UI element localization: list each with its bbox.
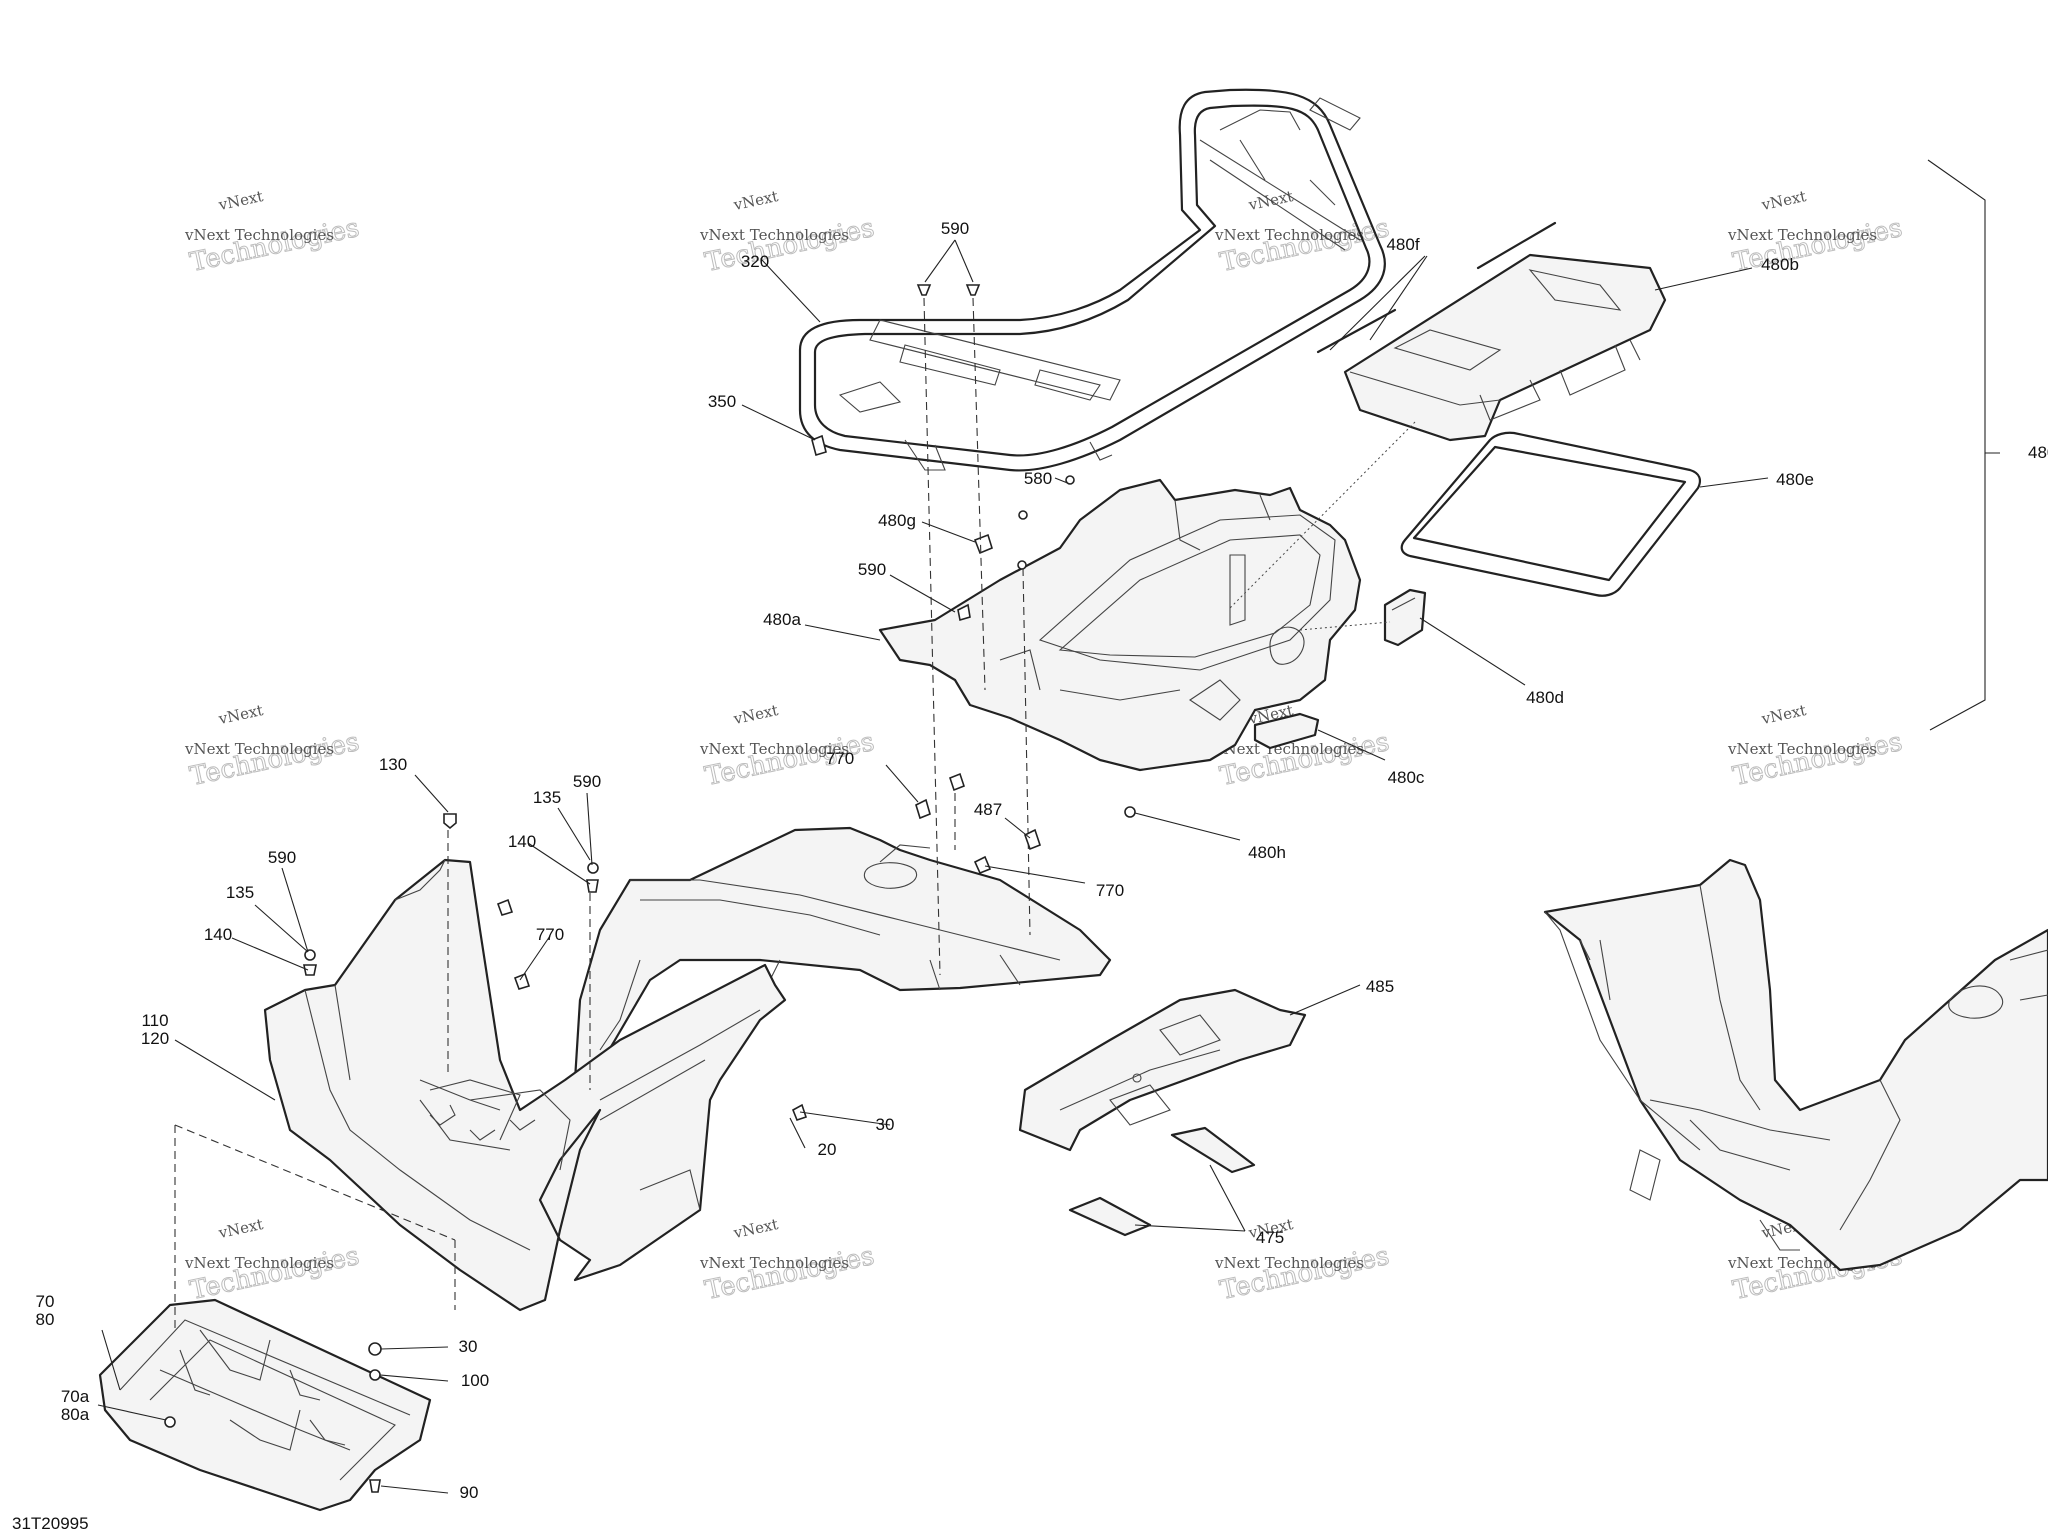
svg-text:vNext: vNext bbox=[731, 187, 780, 214]
bolts-590-top bbox=[916, 284, 981, 296]
watermark-3: Technologies vNext bbox=[1217, 187, 1393, 279]
label-120: 120 bbox=[141, 1029, 169, 1048]
svg-text:vNext: vNext bbox=[1759, 701, 1808, 728]
svg-text:vNext: vNext bbox=[216, 187, 265, 214]
label-590-mid: 590 bbox=[858, 560, 886, 579]
svg-text:vNext: vNext bbox=[216, 701, 265, 728]
bolt-350 bbox=[811, 434, 827, 457]
storage-bin-480a bbox=[878, 478, 1362, 772]
rear-rack-320 bbox=[798, 88, 1386, 472]
svg-text:Technologies: Technologies bbox=[187, 727, 362, 792]
svg-text:Technologies: Technologies bbox=[1730, 213, 1905, 278]
label-320: 320 bbox=[741, 252, 769, 271]
watermark-4-line: vNext Technologies bbox=[1727, 226, 1877, 244]
watermark-8-line: vNext Technologies bbox=[1727, 740, 1877, 758]
assembled-view bbox=[1543, 858, 2048, 1272]
label-140-a: 140 bbox=[508, 832, 536, 851]
label-130: 130 bbox=[379, 755, 407, 774]
label-80: 80 bbox=[36, 1310, 55, 1329]
svg-text:vNext: vNext bbox=[216, 1215, 265, 1242]
watermark-6-line: vNext Technologies bbox=[699, 740, 849, 758]
rear-fender-20 bbox=[573, 826, 1112, 1092]
seal-480e bbox=[1400, 431, 1701, 597]
latch-480d bbox=[1383, 588, 1427, 647]
label-140-b: 140 bbox=[204, 925, 232, 944]
watermark-5-line: vNext Technologies bbox=[184, 740, 334, 758]
svg-text:Technologies: Technologies bbox=[702, 1241, 877, 1306]
svg-text:Technologies: Technologies bbox=[1217, 1241, 1392, 1306]
label-480b: 480b bbox=[1761, 255, 1799, 274]
footrest-70-80 bbox=[98, 1298, 432, 1512]
watermark-2: Technologies vNext bbox=[702, 187, 878, 279]
watermark-3-line: vNext Technologies bbox=[1214, 226, 1364, 244]
watermark-6: Technologies vNext bbox=[702, 701, 878, 793]
label-70a: 70a bbox=[61, 1387, 90, 1406]
label-770-top: 770 bbox=[826, 749, 854, 768]
hardware-480g bbox=[957, 475, 1075, 622]
diagram-code: 31T20995 bbox=[12, 1514, 89, 1533]
group-bracket-480 bbox=[1927, 159, 2000, 731]
watermark-2-line: vNext Technologies bbox=[699, 226, 849, 244]
label-590-b: 590 bbox=[268, 848, 296, 867]
label-100: 100 bbox=[461, 1371, 489, 1390]
bracket-480c bbox=[1253, 712, 1320, 750]
pads-475 bbox=[1068, 1126, 1256, 1237]
label-30-b: 30 bbox=[459, 1337, 478, 1356]
storage-lid-480b bbox=[1343, 253, 1667, 442]
label-80a: 80a bbox=[61, 1405, 90, 1424]
label-770-left: 770 bbox=[536, 925, 564, 944]
watermark-1: Technologies vNext bbox=[187, 187, 363, 279]
svg-text:Technologies: Technologies bbox=[702, 213, 877, 278]
plate-485 bbox=[1018, 988, 1307, 1152]
watermark-5: Technologies vNext bbox=[187, 701, 363, 793]
label-480e: 480e bbox=[1776, 470, 1814, 489]
strips-480f bbox=[1316, 221, 1557, 354]
label-480a: 480a bbox=[763, 610, 801, 629]
label-485: 485 bbox=[1366, 977, 1394, 996]
label-770-right: 770 bbox=[1096, 881, 1124, 900]
label-590-left: 590 bbox=[573, 772, 601, 791]
label-480h: 480h bbox=[1248, 843, 1286, 862]
label-487: 487 bbox=[974, 800, 1002, 819]
label-20: 20 bbox=[818, 1140, 837, 1159]
label-70: 70 bbox=[36, 1292, 55, 1311]
label-350: 350 bbox=[708, 392, 736, 411]
label-475: 475 bbox=[1256, 1228, 1284, 1247]
hardware-misc bbox=[164, 772, 1136, 1493]
watermark-10-line: vNext Technologies bbox=[699, 1254, 849, 1272]
label-480d: 480d bbox=[1526, 688, 1564, 707]
watermark-10: Technologies vNext bbox=[702, 1215, 878, 1307]
watermark-7-line: vNext Technologies bbox=[1214, 740, 1364, 758]
svg-text:vNext: vNext bbox=[731, 701, 780, 728]
left-body-110-120 bbox=[263, 858, 787, 1312]
label-580: 580 bbox=[1024, 469, 1052, 488]
svg-text:Technologies: Technologies bbox=[187, 213, 362, 278]
watermark-8: Technologies vNext bbox=[1730, 701, 1906, 793]
label-135-b: 135 bbox=[226, 883, 254, 902]
watermark-9: Technologies vNext bbox=[187, 1215, 363, 1307]
svg-text:vNext: vNext bbox=[731, 1215, 780, 1242]
label-480g: 480g bbox=[878, 511, 916, 530]
svg-text:Technologies: Technologies bbox=[1730, 727, 1905, 792]
label-480f: 480f bbox=[1386, 235, 1419, 254]
watermark-1-line: vNext Technologies bbox=[184, 226, 334, 244]
label-90: 90 bbox=[460, 1483, 479, 1502]
watermark-9-line: vNext Technologies bbox=[184, 1254, 334, 1272]
svg-text:Technologies: Technologies bbox=[187, 1241, 362, 1306]
leader-lines bbox=[97, 239, 1769, 1494]
svg-text:vNext: vNext bbox=[1759, 187, 1808, 214]
label-110: 110 bbox=[141, 1011, 168, 1030]
label-135-a: 135 bbox=[533, 788, 561, 807]
watermark-4: Technologies vNext bbox=[1730, 187, 1906, 279]
label-590-top: 590 bbox=[941, 219, 969, 238]
callout-labels: 590 320 350 480f 480b 480 480e 580 480g … bbox=[36, 219, 2048, 1502]
label-30-a: 30 bbox=[876, 1115, 895, 1134]
label-480: 480 bbox=[2028, 443, 2048, 462]
label-480c: 480c bbox=[1388, 768, 1425, 787]
watermark-11-line: vNext Technologies bbox=[1214, 1254, 1364, 1272]
